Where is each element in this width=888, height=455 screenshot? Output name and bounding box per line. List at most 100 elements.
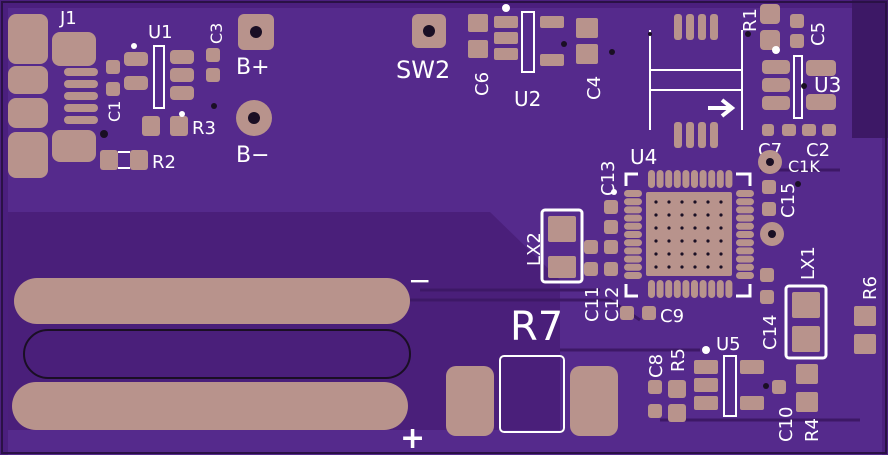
u4-pin	[656, 280, 664, 298]
u4-pin	[673, 280, 681, 298]
u4-thermal-via	[706, 200, 710, 204]
u4-thermal-via	[693, 265, 697, 269]
testpoint-bplus	[238, 14, 274, 50]
u4-pin	[624, 190, 642, 197]
label-c3: C3	[207, 23, 226, 44]
u4-pin	[691, 170, 698, 188]
u4-pin	[624, 247, 642, 255]
u4-pin	[736, 214, 754, 222]
u4-thermal-via	[654, 252, 658, 256]
label-bplus: B+	[236, 55, 270, 80]
label-c1: C1	[105, 101, 124, 122]
u4-thermal-via	[719, 265, 723, 269]
cap-c9	[620, 306, 656, 320]
u4-thermal-via	[667, 213, 671, 217]
label-c12: C12	[602, 287, 623, 322]
label-c10: C10	[776, 407, 797, 442]
u4-pin	[624, 255, 642, 263]
u4-pin	[624, 239, 642, 247]
u4-pin	[624, 214, 642, 222]
board-cutout	[852, 0, 888, 138]
u4-thermal-via	[667, 252, 671, 256]
u4-pin	[682, 170, 690, 188]
u4-thermal-via	[706, 226, 710, 230]
cap-c7-c2	[762, 124, 836, 136]
resistor-r3	[142, 111, 188, 136]
u4-thermal-via	[667, 226, 671, 230]
u4-pin	[725, 280, 733, 298]
u4-pin	[624, 272, 642, 279]
u4-thermal-via	[680, 213, 684, 217]
switch-sw2	[412, 14, 446, 48]
testpoint-lx1	[760, 222, 784, 246]
label-u4: U4	[630, 145, 657, 169]
u4-thermal-via	[654, 200, 658, 204]
resistor-r7	[446, 355, 618, 436]
inductor-area	[648, 14, 751, 148]
label-r3: R3	[192, 118, 216, 139]
u4-thermal-via	[693, 239, 697, 243]
u4-thermal-via	[654, 226, 658, 230]
cap-c1	[106, 60, 120, 96]
u4-thermal-via	[719, 213, 723, 217]
label-minus: −	[408, 264, 431, 297]
u4-pin	[624, 231, 642, 238]
chip-u1	[124, 43, 194, 109]
inductor-lx2	[540, 208, 584, 284]
u4-thermal-via	[667, 239, 671, 243]
u4-pin	[656, 170, 664, 188]
u4-pin	[736, 272, 754, 279]
connector-j1	[8, 14, 108, 178]
u4-pins	[624, 170, 754, 298]
u4-pin	[708, 280, 716, 298]
label-c8: C8	[646, 354, 667, 378]
u4-pin	[736, 247, 754, 255]
u4-thermal-via	[719, 226, 723, 230]
cap-c13-c12-c11	[584, 189, 618, 276]
u4-thermal-via	[667, 265, 671, 269]
label-r7: R7	[510, 304, 563, 350]
u4-pin	[691, 280, 698, 298]
label-plus: +	[400, 421, 425, 455]
u4-pin	[736, 206, 754, 214]
u4-pin	[665, 170, 673, 188]
label-r1: R1	[740, 8, 761, 32]
u4-pin	[736, 222, 754, 230]
u4-pin	[699, 170, 707, 188]
u4-thermal-via	[706, 265, 710, 269]
u4-pin	[736, 255, 754, 263]
label-u1: U1	[148, 22, 173, 43]
label-c2: C2	[806, 140, 830, 161]
cap-c14	[760, 268, 774, 304]
u4-pin	[736, 239, 754, 247]
inductor-lx1	[784, 284, 828, 360]
u4-thermal-via	[680, 265, 684, 269]
u4-pin	[725, 170, 733, 188]
u4-thermal-via	[706, 239, 710, 243]
u4-thermal-vias	[654, 200, 723, 269]
resistor-r2	[100, 150, 148, 170]
label-bminus: B−	[236, 143, 270, 168]
u4-thermal-via	[719, 200, 723, 204]
label-c6: C6	[472, 72, 493, 96]
u4-thermal-via	[654, 239, 658, 243]
label-c15: C15	[778, 183, 799, 218]
label-u5: U5	[716, 334, 741, 355]
u4-pin	[665, 280, 673, 298]
label-c14: C14	[760, 315, 781, 350]
u4-pin	[699, 280, 707, 298]
u4-thermal-via	[680, 226, 684, 230]
u4-pin	[624, 198, 642, 206]
u4-thermal-via	[693, 252, 697, 256]
u4-pin	[648, 170, 655, 188]
testpoint-c1k	[758, 150, 782, 174]
label-c11: C11	[582, 287, 603, 322]
label-sw2: SW2	[396, 56, 450, 84]
testpoint-bminus	[236, 100, 272, 136]
chip-u4	[624, 172, 752, 298]
u4-thermal-via	[680, 200, 684, 204]
u4-pin	[682, 280, 690, 298]
label-u2: U2	[514, 87, 541, 111]
